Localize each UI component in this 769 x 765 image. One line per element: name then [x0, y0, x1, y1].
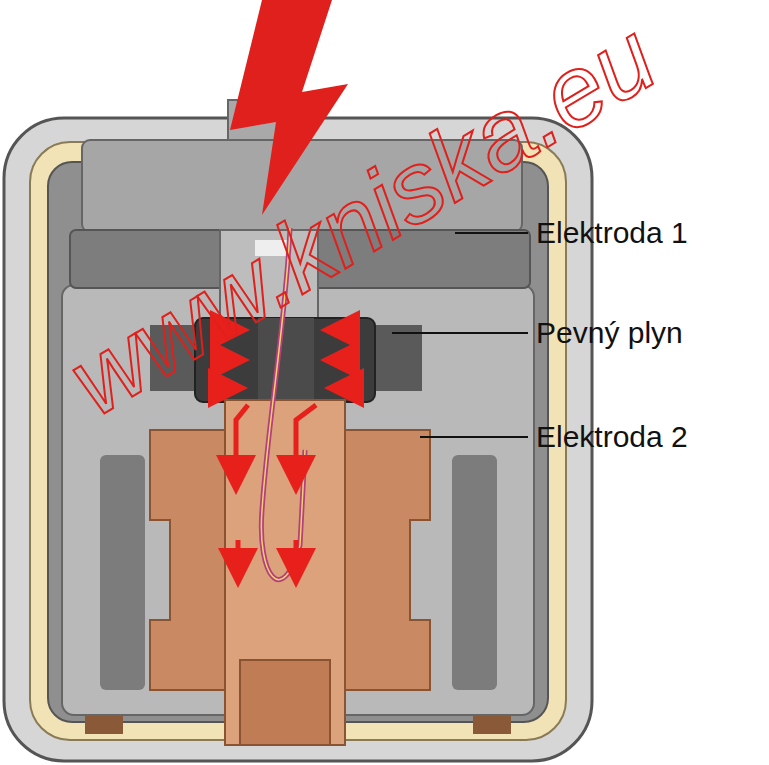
part-label: Elektroda 1: [536, 215, 688, 251]
part-label: Elektroda 2: [536, 419, 688, 455]
part-label: Pevný plyn: [536, 315, 683, 351]
